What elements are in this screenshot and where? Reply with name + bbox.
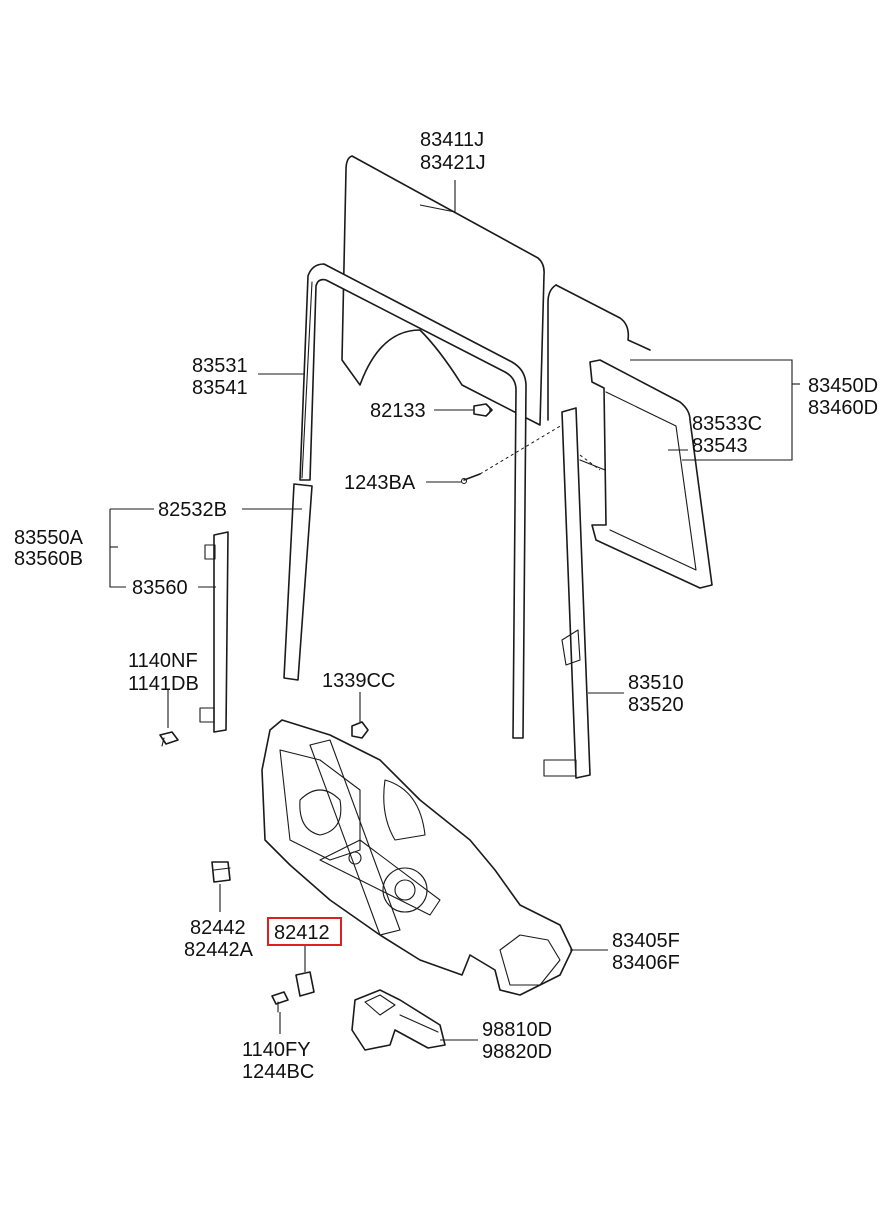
label-83550A: 83550A	[14, 527, 84, 549]
label-1244BC: 1244BC	[242, 1061, 314, 1083]
clip-82412[interactable]	[295, 971, 315, 997]
label-82442A: 82442A	[184, 939, 254, 961]
label-83450D: 83450D	[808, 375, 878, 397]
label-83560B: 83560B	[14, 548, 83, 570]
bolt-1140FY[interactable]	[271, 991, 289, 1013]
label-82442: 82442	[190, 917, 246, 939]
front-guide-channel[interactable]	[199, 531, 229, 733]
label-82532B: 82532B	[158, 499, 227, 521]
label-1140NF: 1140NF	[128, 650, 198, 672]
label-83406F: 83406F	[612, 952, 680, 974]
label-83421J: 83421J	[420, 152, 486, 174]
bolt-1140NF[interactable]	[159, 731, 179, 747]
screw-1243BA[interactable]	[460, 473, 481, 485]
highlight-box	[267, 917, 342, 946]
label-83541: 83541	[192, 377, 248, 399]
label-82412: 82412	[274, 922, 330, 944]
label-83531: 83531	[192, 355, 248, 377]
label-83560: 83560	[132, 577, 188, 599]
label-1140FY: 1140FY	[242, 1039, 311, 1061]
lower-channel-strip[interactable]	[283, 483, 313, 681]
door-glass[interactable]	[341, 155, 545, 426]
glass-run-channel[interactable]	[299, 263, 527, 739]
clip-82442[interactable]	[211, 861, 231, 883]
rear-guide-rail[interactable]	[543, 407, 591, 779]
label-1243BA: 1243BA	[344, 472, 416, 494]
label-83543: 83543	[692, 435, 748, 457]
grommet-82133[interactable]	[473, 403, 493, 417]
label-83510: 83510	[628, 672, 684, 694]
label-83520: 83520	[628, 694, 684, 716]
label-98820D: 98820D	[482, 1041, 552, 1063]
label-83411J: 83411J	[420, 129, 484, 151]
label-83533C: 83533C	[692, 413, 762, 435]
label-98810D: 98810D	[482, 1019, 552, 1041]
window-regulator-assembly[interactable]	[261, 719, 573, 996]
label-1339CC: 1339CC	[322, 670, 395, 692]
quarter-glass-frame[interactable]	[589, 359, 713, 589]
nut-1339CC[interactable]	[351, 721, 369, 739]
label-82133: 82133	[370, 400, 426, 422]
window-motor[interactable]	[351, 989, 446, 1051]
label-83405F: 83405F	[612, 930, 680, 952]
label-1141DB: 1141DB	[128, 673, 199, 695]
label-83460D: 83460D	[808, 397, 878, 419]
